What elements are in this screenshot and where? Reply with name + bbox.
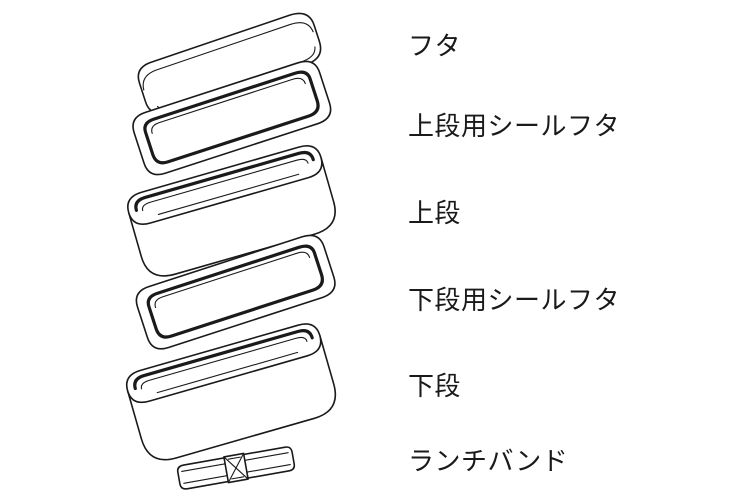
label-lunch-band: ランチバンド (408, 447, 569, 477)
label-upper-seal-lid: 上段用シールフタ (408, 112, 621, 142)
lunch-band-illustration (176, 446, 296, 490)
label-upper-tier: 上段 (408, 199, 462, 229)
upper-tier-illustration (127, 145, 336, 277)
lower-seal-lid-illustration (135, 234, 336, 350)
label-lid: フタ (408, 32, 462, 62)
label-lower-seal-lid: 下段用シールフタ (408, 286, 621, 316)
label-lower-tier: 下段 (408, 372, 462, 402)
lower-tier-illustration (125, 323, 337, 461)
upper-seal-lid-illustration (132, 60, 332, 176)
